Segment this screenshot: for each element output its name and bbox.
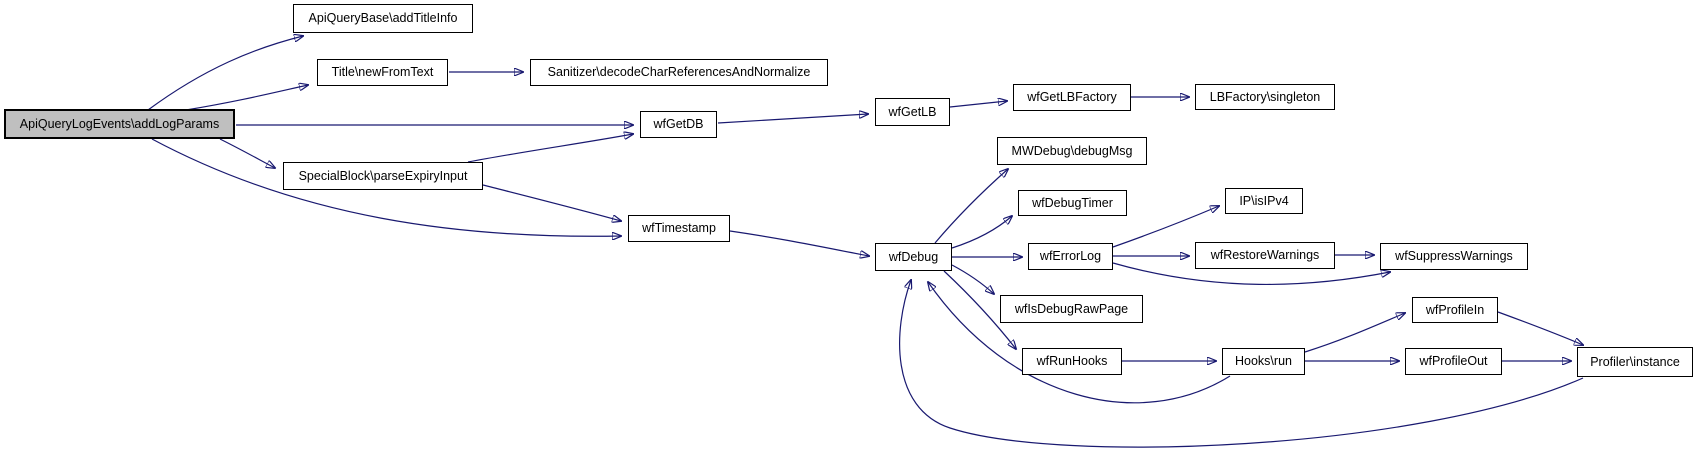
node-new-from-text[interactable]: Title\newFromText	[317, 59, 448, 86]
node-wf-get-db[interactable]: wfGetDB	[640, 111, 717, 138]
node-wf-profile-out[interactable]: wfProfileOut	[1405, 348, 1502, 375]
edge-addLogParams-to-wfTimestamp	[151, 138, 621, 236]
edge-wfDebug-to-mwDebugMsg	[934, 169, 1008, 244]
node-wf-run-hooks[interactable]: wfRunHooks	[1022, 348, 1122, 375]
node-wf-is-debug-raw-page[interactable]: wfIsDebugRawPage	[1000, 295, 1143, 323]
edge-wfGetLB-to-wfGetLBFactory	[949, 101, 1007, 108]
node-add-log-params: ApiQueryLogEvents\addLogParams	[4, 109, 235, 139]
edge-wfDebug-to-wfDebugTimer	[951, 216, 1012, 249]
node-wf-profile-in[interactable]: wfProfileIn	[1412, 297, 1498, 323]
edge-hooksRun-to-wfDebug	[928, 282, 1231, 404]
node-decode-char-references-and-normalize[interactable]: Sanitizer\decodeCharReferencesAndNormali…	[530, 59, 828, 86]
edge-parseExpiryInput-to-wfTimestamp	[482, 184, 621, 221]
node-wf-timestamp[interactable]: wfTimestamp	[628, 215, 730, 242]
node-ip-is-ipv4[interactable]: IP\isIPv4	[1225, 188, 1303, 214]
node-hooks-run[interactable]: Hooks\run	[1222, 348, 1305, 375]
node-wf-debug[interactable]: wfDebug	[875, 243, 952, 271]
edge-wfGetDB-to-wfGetLB	[717, 114, 868, 124]
edge-hooksRun-to-wfProfileIn	[1304, 313, 1405, 353]
node-add-title-info[interactable]: ApiQueryBase\addTitleInfo	[293, 4, 473, 33]
edge-addLogParams-to-newFromText	[185, 85, 308, 111]
edge-wfDebug-to-wfRunHooks	[943, 270, 1016, 349]
node-mw-debug-debug-msg[interactable]: MWDebug\debugMsg	[997, 137, 1147, 165]
node-wf-restore-warnings[interactable]: wfRestoreWarnings	[1195, 242, 1335, 269]
node-wf-debug-timer[interactable]: wfDebugTimer	[1018, 190, 1127, 216]
node-parse-expiry-input[interactable]: SpecialBlock\parseExpiryInput	[283, 162, 483, 190]
edge-wfDebug-to-wfIsDebugRawPage	[951, 264, 994, 294]
node-wf-get-lb-factory[interactable]: wfGetLBFactory	[1013, 84, 1131, 111]
edge-wfTimestamp-to-wfDebug	[729, 230, 869, 256]
edge-wfErrorLog-to-wfSuppressWarnings	[1112, 262, 1390, 286]
edge-addLogParams-to-parseExpiryInput	[219, 138, 275, 168]
node-wf-get-lb[interactable]: wfGetLB	[875, 98, 950, 126]
edge-wfProfileIn-to-profilerInstance	[1497, 311, 1583, 345]
node-wf-suppress-warnings[interactable]: wfSuppressWarnings	[1380, 243, 1528, 270]
edge-wfErrorLog-to-ipIsIPv4	[1112, 206, 1219, 248]
node-lb-factory-singleton[interactable]: LBFactory\singleton	[1195, 84, 1335, 110]
edge-parseExpiryInput-to-wfGetDB	[467, 134, 633, 163]
node-profiler-instance[interactable]: Profiler\instance	[1577, 347, 1693, 377]
edge-profilerInstance-to-wfDebug	[899, 280, 1584, 448]
node-wf-error-log[interactable]: wfErrorLog	[1028, 243, 1113, 270]
edge-addLogParams-to-addTitleInfo	[147, 36, 303, 111]
